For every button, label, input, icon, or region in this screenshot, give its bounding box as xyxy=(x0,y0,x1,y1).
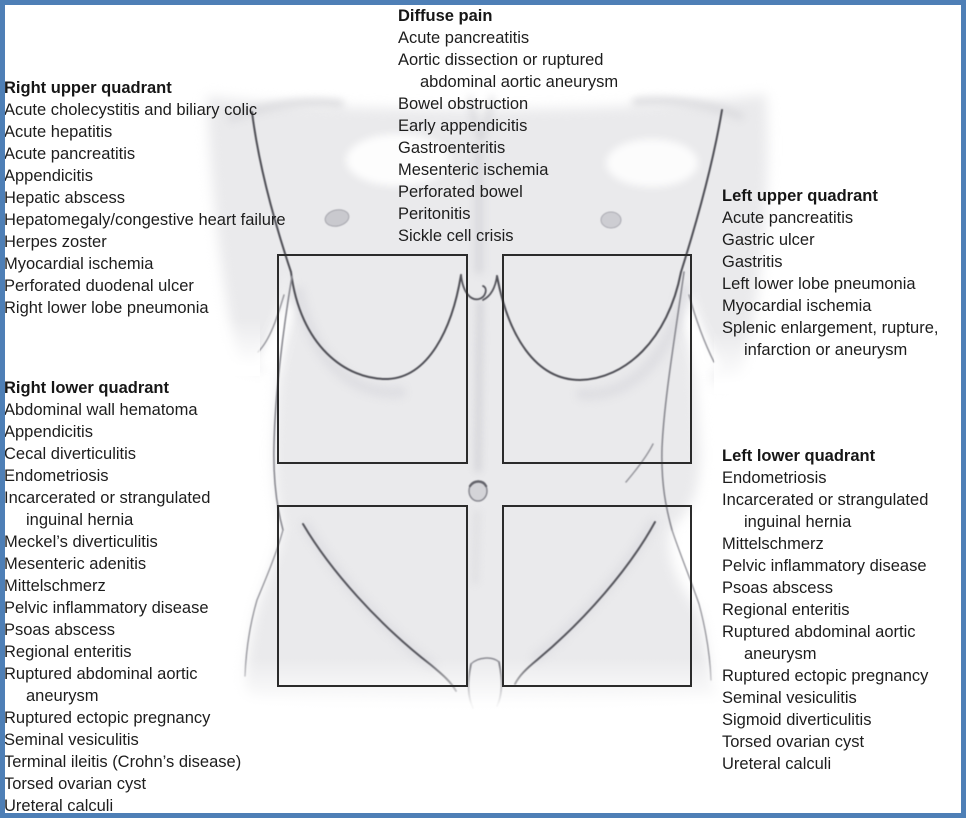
condition-item: Cecal diverticulitis xyxy=(4,445,137,463)
condition-item: Mittelschmerz xyxy=(722,535,824,553)
condition-item: Left lower lobe pneumonia xyxy=(722,275,916,293)
condition-item: Regional enteritis xyxy=(722,601,850,619)
condition-item: Pelvic inflammatory disease xyxy=(4,599,209,617)
left-arm-inner-edge xyxy=(257,294,285,353)
right-lower-quadrant-items: Abdominal wall hematoma Appendicitis Cec… xyxy=(4,399,262,817)
condition-item: Herpes zoster xyxy=(4,233,107,251)
condition-item: Seminal vesiculitis xyxy=(722,689,857,707)
right-armpit-line xyxy=(680,109,723,273)
condition-item: Ruptured ectopic pregnancy xyxy=(722,667,929,685)
left-lower-quadrant-title: Left lower quadrant xyxy=(722,447,876,465)
right-upper-quadrant-box xyxy=(277,254,468,464)
right-upper-quadrant-items: Acute cholecystitis and biliary colic Ac… xyxy=(4,99,342,319)
condition-item: Incarcerated or strangulated inguinal he… xyxy=(4,489,211,529)
condition-item: Sigmoid diverticulitis xyxy=(722,711,872,729)
condition-item: Mesenteric adenitis xyxy=(4,555,147,573)
condition-item: Acute cholecystitis and biliary colic xyxy=(4,101,258,119)
right-upper-quadrant-title: Right upper quadrant xyxy=(4,79,172,97)
left-upper-quadrant-list: Left upper quadrant Acute pancreatitis G… xyxy=(722,185,964,361)
diffuse-pain-title: Diffuse pain xyxy=(398,7,493,25)
condition-item: Bowel obstruction xyxy=(398,95,529,113)
condition-item: Myocardial ischemia xyxy=(4,255,154,273)
right-flank-edge xyxy=(661,271,685,531)
right-lower-quadrant-list: Right lower quadrant Abdominal wall hema… xyxy=(4,377,262,817)
right-arm-fade xyxy=(714,332,778,394)
sternum-notch xyxy=(460,274,487,301)
condition-item: Acute hepatitis xyxy=(4,123,113,141)
left-flank-edge xyxy=(273,275,293,531)
condition-item: Abdominal wall hematoma xyxy=(4,401,198,419)
condition-item: Seminal vesiculitis xyxy=(4,731,139,749)
right-lower-quadrant-box xyxy=(277,505,468,687)
condition-item: Meckel’s diverticulitis xyxy=(4,533,158,551)
condition-item: Pelvic inflammatory disease xyxy=(722,557,927,575)
condition-item: Ruptured abdominal aortic aneurysm xyxy=(722,623,916,663)
condition-item: Ureteral calculi xyxy=(722,755,832,773)
condition-item: Acute pancreatitis xyxy=(722,209,854,227)
condition-item: Hepatic abscess xyxy=(4,189,126,207)
condition-item: Perforated bowel xyxy=(398,183,523,201)
condition-item: Appendicitis xyxy=(4,167,93,185)
condition-item: Gastroenteritis xyxy=(398,139,506,157)
condition-item: Perforated duodenal ulcer xyxy=(4,277,194,295)
condition-item: Right lower lobe pneumonia xyxy=(4,299,209,317)
condition-item: Appendicitis xyxy=(4,423,93,441)
diffuse-pain-items: Acute pancreatitis Aortic dissection or … xyxy=(398,27,662,247)
left-upper-quadrant-items: Acute pancreatitis Gastric ulcer Gastrit… xyxy=(722,207,964,361)
condition-item: Psoas abscess xyxy=(4,621,115,639)
torso-bottom-fade xyxy=(225,658,755,724)
condition-item: Terminal ileitis (Crohn’s disease) xyxy=(4,753,242,771)
condition-item: Acute pancreatitis xyxy=(4,145,136,163)
left-upper-quadrant-title: Left upper quadrant xyxy=(722,187,878,205)
left-hip-edge xyxy=(244,529,284,677)
left-upper-quadrant-box xyxy=(502,254,692,464)
condition-item: Regional enteritis xyxy=(4,643,132,661)
condition-item: Ruptured abdominal aortic aneurysm xyxy=(4,665,198,705)
right-pectoral-line xyxy=(496,271,682,382)
condition-item: Ruptured ectopic pregnancy xyxy=(4,709,211,727)
condition-item: Torsed ovarian cyst xyxy=(4,775,147,793)
condition-item: Aortic dissection or ruptured abdominal … xyxy=(398,51,619,91)
left-lower-quadrant-items: Endometriosis Incarcerated or strangulat… xyxy=(722,467,962,775)
right-nipple xyxy=(600,211,622,229)
condition-item: Sickle cell crisis xyxy=(398,227,514,245)
condition-item: Early appendicitis xyxy=(398,117,528,135)
condition-item: Endometriosis xyxy=(722,469,827,487)
condition-item: Acute pancreatitis xyxy=(398,29,530,47)
chest-highlight-right xyxy=(606,139,698,187)
left-pectoral-line xyxy=(290,271,462,381)
condition-item: Mesenteric ischemia xyxy=(398,161,549,179)
condition-item: Endometriosis xyxy=(4,467,109,485)
sternum-notch-2 xyxy=(482,275,498,301)
condition-item: Myocardial ischemia xyxy=(722,297,872,315)
condition-item: Hepatomegaly/congestive heart failure xyxy=(4,211,286,229)
condition-item: Torsed ovarian cyst xyxy=(722,733,865,751)
left-lower-quadrant-list: Left lower quadrant Endometriosis Incarc… xyxy=(722,445,962,775)
condition-item: Mittelschmerz xyxy=(4,577,106,595)
condition-item: Incarcerated or strangulated inguinal he… xyxy=(722,491,929,531)
left-arm-fade xyxy=(198,318,260,376)
chest-highlight-left xyxy=(346,134,450,186)
condition-item: Gastritis xyxy=(722,253,783,271)
left-nipple xyxy=(324,209,350,227)
torso-contours xyxy=(244,109,723,709)
right-upper-quadrant-list: Right upper quadrant Acute cholecystitis… xyxy=(4,77,342,319)
condition-item: Peritonitis xyxy=(398,205,471,223)
left-lower-quadrant-box xyxy=(502,505,692,687)
condition-item: Gastric ulcer xyxy=(722,231,815,249)
condition-item: Splenic enlargement, rupture, infarction… xyxy=(722,319,939,359)
right-lower-quadrant-title: Right lower quadrant xyxy=(4,379,169,397)
right-hip-edge xyxy=(671,529,712,681)
navel-shadow xyxy=(468,480,488,488)
condition-item: Ureteral calculi xyxy=(4,797,114,815)
left-armpit-line xyxy=(251,111,292,273)
condition-item: Psoas abscess xyxy=(722,579,833,597)
diffuse-pain-list: Diffuse pain Acute pancreatitis Aortic d… xyxy=(398,5,662,247)
